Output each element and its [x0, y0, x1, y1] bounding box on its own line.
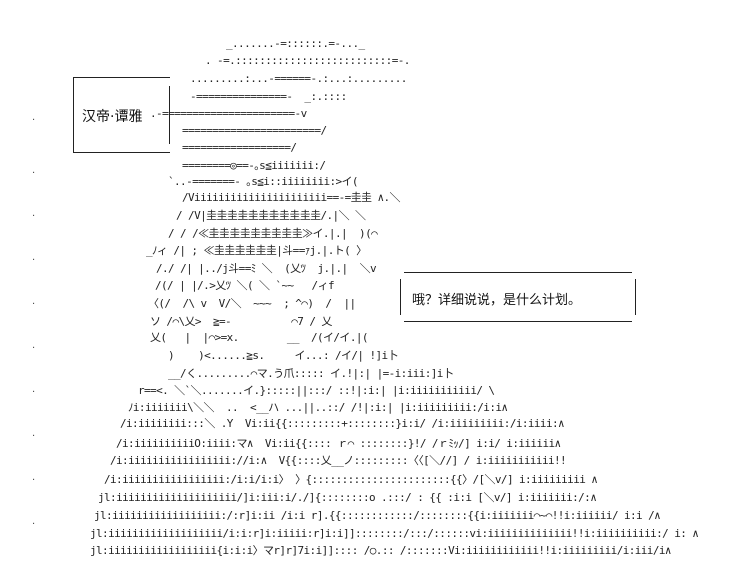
ascii-art-line: /Viiiiiiiiiiiiiiiiiiiiii==-=圭圭 ∧.＼ — [182, 191, 401, 204]
margin-dot: . — [32, 472, 36, 483]
ascii-art-line: jl:iiiiiiiiiiiiiiiiii{i:i:i〉マr]r]7i:i]]:… — [90, 544, 672, 557]
ascii-art-line: 乂( | |⌒>=x. __ /(イ/イ.|( — [150, 331, 369, 344]
speech-text: 哦？详细说说，是什么计划。 — [412, 293, 582, 308]
ascii-art-line: /i:iiiiiiiiiiiiiiiii:/i:i/i:i〉 〉{:::::::… — [104, 473, 598, 486]
ascii-art-line: jl:iiiiiiiiiiiiiiiiiiii/]i:iii:i/./]{:::… — [98, 491, 597, 504]
ascii-art-line: `..-=======- ｡s≦i::iiiiiiii:>イ( — [168, 175, 359, 188]
margin-dot: . — [32, 112, 36, 123]
margin-dot: . — [32, 165, 36, 176]
ascii-art-line: _ﾉィ /| ; ≪圭圭圭圭圭圭|斗==ｧj.|.ト( 〉 — [146, 244, 367, 257]
ascii-art-line: / /V|圭圭圭圭圭圭圭圭圭圭圭/.|＼ ＼ — [176, 209, 366, 222]
ascii-art-line: ﾉi:iiiiiii\＼＼ .. <__ハ ...||..::/ /!|:i:|… — [128, 401, 508, 414]
ascii-art-line: /i:iiiiiiiiiiO:iiii:マ∧ Vi:ii{{:::: ｒ⌒ ::… — [116, 437, 561, 450]
ascii-art-line: .........:...-======-.:...:......... — [190, 72, 407, 85]
margin-dot: . — [32, 296, 36, 307]
ascii-art-line: jl:iiiiiiiiiiiiiiiiiii/i:i:r]i:iiiii:r]i… — [90, 527, 699, 540]
name-label-box — [73, 77, 170, 153]
margin-dot: . — [32, 252, 36, 263]
ascii-art-line: /i:iiiiiiii:::＼ .Y Vi:ii{{:::::::::+::::… — [120, 417, 565, 430]
ascii-art-line: . -=.::::::::::::::::::::::::::=-. — [205, 54, 410, 67]
ascii-art-line: .-======================-v — [150, 107, 307, 120]
margin-dot: . — [32, 340, 36, 351]
ascii-art-line: r==<. ＼`＼.......イ.}:::::||:::/ ::!|:i:| … — [138, 384, 495, 397]
margin-dot: . — [32, 384, 36, 395]
ascii-art-line: /i:iiiiiiiiiiiiiiiii://i:∧ V{{::::乂__ノ::… — [110, 454, 567, 467]
ascii-art-line: /./ /| |../j斗==ﾐ ＼ (乂ﾂ j.|.| ＼v — [156, 262, 377, 275]
ascii-art-line: ソ /⌒\乂> ≧=- ⌒7 / 乂 — [150, 315, 332, 328]
margin-dot: . — [32, 516, 36, 527]
ascii-art-line: jl:iiiiiiiiiiiiiiiiii:/:r]i:ii /i:i r].{… — [94, 509, 661, 522]
ascii-art-line: =======================/ — [182, 124, 327, 137]
ascii-art-line: __/く.........⌒マ.う爪::::: イ.!|:| |=-i:iii:… — [168, 367, 454, 380]
name-label: 汉帝·谭雅 — [82, 109, 143, 125]
ascii-art-line: ) )<......≧s. イ...: /イ/| !]i卜 — [168, 349, 399, 362]
ascii-art-line: -===============- _:.:::: — [190, 90, 347, 103]
margin-dot: . — [32, 428, 36, 439]
ascii-art-line: ========◎==-｡s≦iiiiiii:/ — [182, 159, 326, 172]
ascii-art-line: / / /≪圭圭圭圭圭圭圭圭圭≫イ.|.| )(⌒ — [168, 227, 378, 240]
margin-dot: . — [32, 208, 36, 219]
ascii-art-line: 〈(/ /\ v V/＼ ~~~ ; ^⌒) / || — [148, 297, 356, 310]
ascii-art-line: /(/ | |/.>乂ﾂ ＼( ＼ `~~ /ィf — [155, 279, 335, 292]
speech-bubble — [400, 272, 636, 322]
ascii-art-line: _.......-=::::::.=-..._ — [226, 37, 365, 50]
ascii-art-line: ==================/ — [182, 141, 297, 154]
